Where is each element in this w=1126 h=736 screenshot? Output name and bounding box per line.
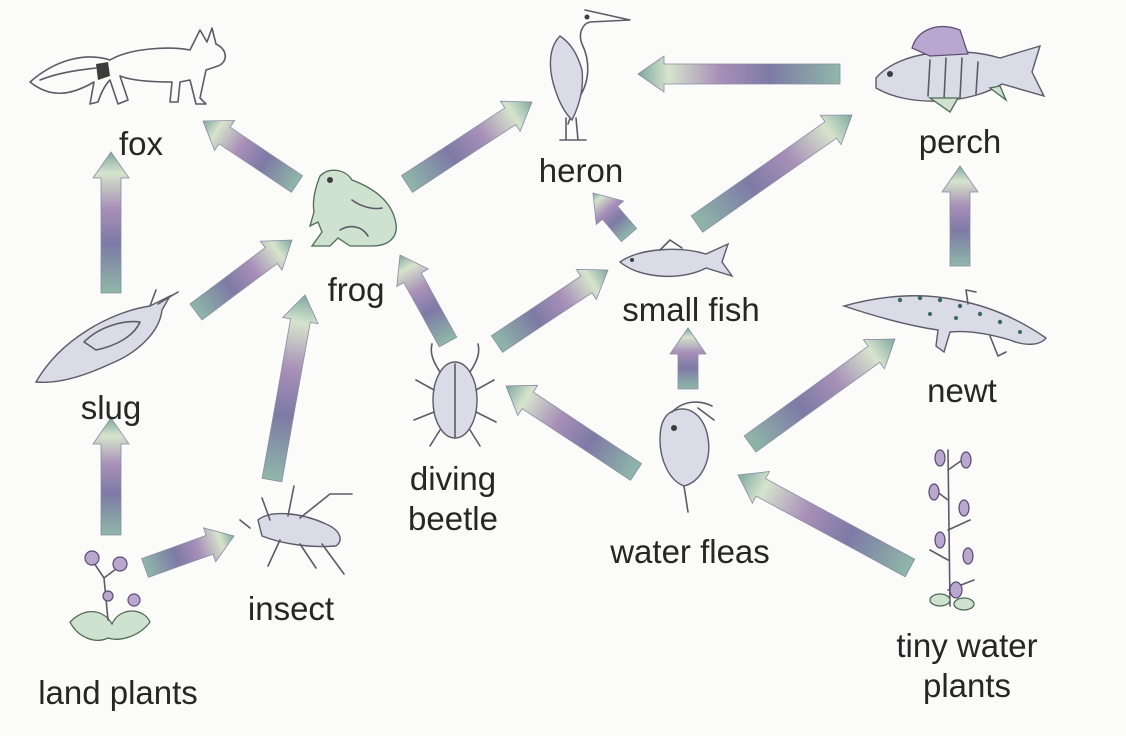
arrow-slug-to-frog: [189, 239, 293, 321]
arrow-land-plants-to-slug: [92, 417, 130, 536]
small-fish-drawing: [618, 239, 734, 278]
label-heron: heron: [538, 152, 624, 189]
label-newt: newt: [927, 372, 997, 409]
label-insect: insect: [247, 590, 335, 627]
land-plants-drawing: [69, 550, 151, 641]
arrow-newt-to-perch: [941, 165, 979, 267]
arrow-slug-to-fox: [92, 151, 130, 294]
label-water-fleas: water fleas: [610, 533, 770, 570]
label-diving-beetle-line1: diving: [409, 460, 497, 497]
heron-drawing: [549, 9, 631, 141]
arrow-diving-beetle-to-small-fish: [490, 269, 609, 353]
insect-drawing: [239, 485, 353, 575]
diving-beetle-drawing: [413, 343, 497, 447]
label-slug: slug: [80, 389, 142, 426]
arrow-small-fish-to-heron: [592, 192, 638, 243]
arrow-perch-to-heron: [637, 55, 841, 93]
newt-drawing: [841, 289, 1047, 357]
arrow-land-plants-to-insect: [141, 527, 235, 578]
arrow-diving-beetle-to-frog: [396, 254, 458, 348]
label-tiny-water-plants-line1: tiny water: [896, 627, 1038, 664]
perch-drawing: [875, 26, 1046, 113]
arrow-water-fleas-to-small-fish: [669, 327, 707, 390]
slug-drawing: [34, 289, 179, 384]
arrow-water-fleas-to-newt: [743, 338, 896, 453]
arrow-small-fish-to-perch: [690, 114, 853, 233]
fox-drawing: [29, 27, 227, 105]
arrow-frog-to-heron: [400, 100, 533, 193]
label-tiny-water-plants-line2: plants: [922, 667, 1012, 704]
label-perch: perch: [918, 123, 1002, 160]
label-frog: frog: [327, 271, 385, 308]
frog-drawing: [308, 169, 397, 247]
tiny-water-plants-drawing: [928, 449, 975, 611]
arrows-layer: [92, 55, 979, 578]
label-land-plants: land plants: [38, 674, 198, 711]
arrow-insect-to-frog: [261, 294, 319, 483]
arrow-tiny-water-plants-to-water-fleas: [737, 471, 916, 578]
label-small-fish: small fish: [622, 291, 760, 328]
water-fleas-drawing: [659, 401, 715, 513]
arrow-water-fleas-to-diving-beetle: [505, 384, 643, 481]
label-diving-beetle-line2: beetle: [408, 500, 498, 537]
arrow-frog-to-fox: [202, 120, 304, 193]
label-fox: fox: [118, 125, 164, 162]
